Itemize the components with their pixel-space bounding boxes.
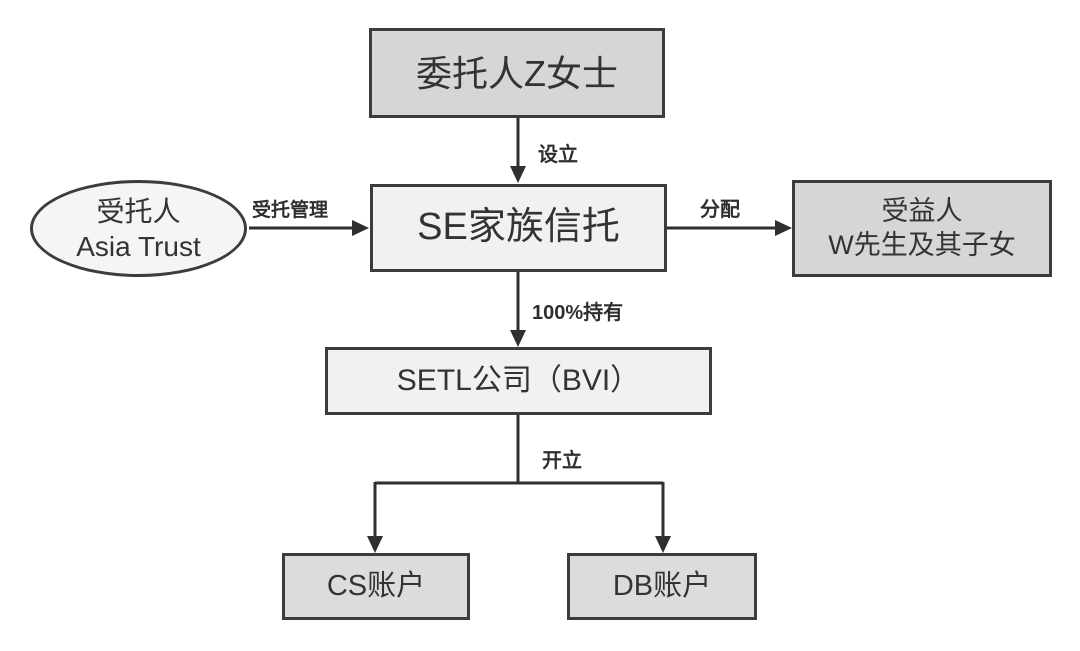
edge-establish-arrowhead [510, 166, 526, 183]
node-db-account-label: DB账户 [612, 570, 712, 603]
node-bvi-company: SETL公司（BVI） [325, 347, 712, 415]
node-trustee: 受托人 Asia Trust [30, 180, 247, 277]
edge-establish-label: 设立 [538, 144, 578, 166]
node-beneficiary: 受益人 W先生及其子女 [792, 180, 1052, 277]
edge-distribute-arrowhead [775, 220, 792, 236]
node-db-account: DB账户 [567, 553, 757, 620]
node-family-trust-label: SE家族信托 [417, 206, 620, 249]
edge-open-left-arrowhead [367, 536, 383, 553]
node-beneficiary-label-line1: 受益人 [881, 195, 963, 226]
node-bvi-company-label: SETL公司（BVI） [396, 364, 641, 398]
node-beneficiary-label-line2: W先生及其子女 [828, 229, 1016, 260]
node-family-trust: SE家族信托 [370, 184, 667, 272]
node-trustee-label-line1: 受托人 [96, 195, 181, 227]
edge-holding-arrowhead [510, 330, 526, 347]
node-cs-account-label: CS账户 [326, 570, 426, 603]
node-cs-account: CS账户 [282, 553, 470, 620]
edge-entrust-label: 受托管理 [252, 200, 329, 221]
edge-open-label: 开立 [542, 450, 582, 472]
edge-entrust-arrowhead [352, 220, 369, 236]
edge-open-right-arrowhead [655, 536, 671, 553]
node-settlor: 委托人Z女士 [369, 28, 665, 118]
node-settlor-label: 委托人Z女士 [416, 52, 618, 94]
edge-distribute-label: 分配 [700, 199, 740, 221]
node-trustee-label-line2: Asia Trust [76, 230, 201, 262]
edge-holding-label: 100%持有 [532, 302, 624, 324]
